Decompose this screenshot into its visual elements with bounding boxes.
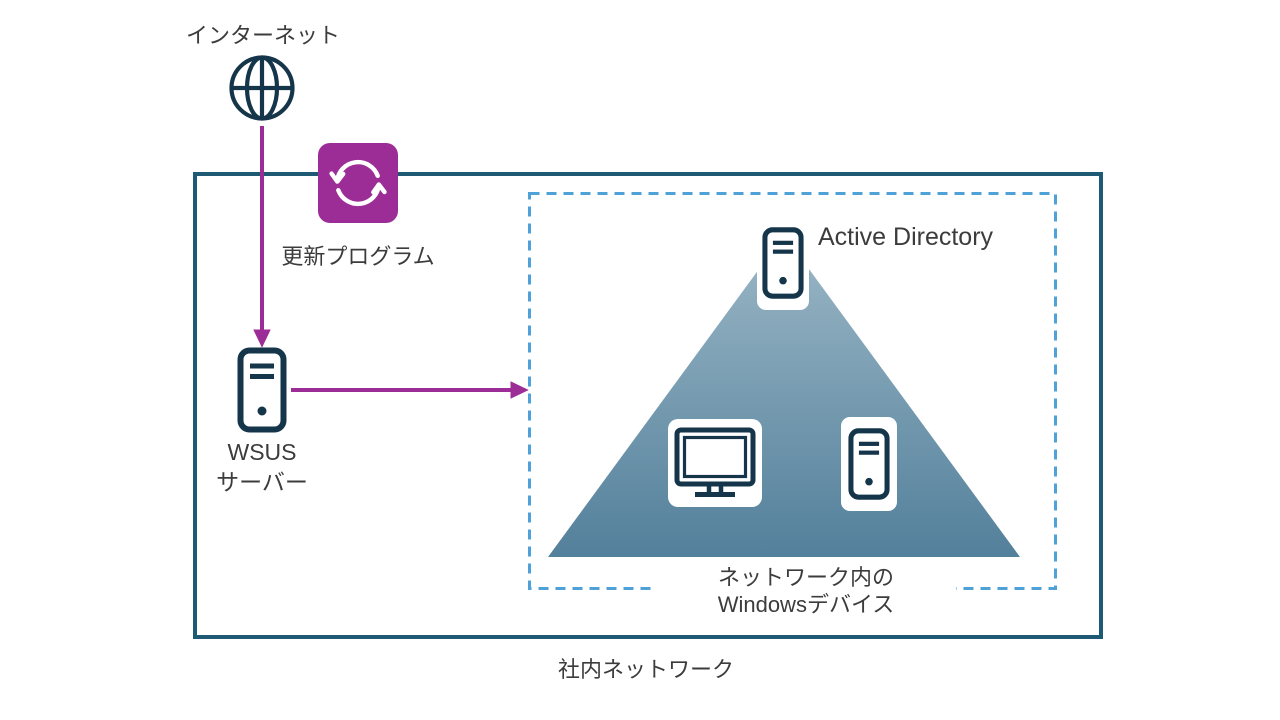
windows-devices-label: ネットワーク内の Windowsデバイス bbox=[656, 564, 956, 618]
sync-glyph bbox=[329, 159, 387, 207]
wsus-server-icon bbox=[237, 347, 287, 433]
globe-icon bbox=[229, 55, 295, 121]
wsus-label-line1: WSUS bbox=[227, 439, 297, 465]
internet-label: インターネット bbox=[185, 23, 340, 48]
internal-network-box bbox=[193, 172, 1103, 639]
devices-label-line1: ネットワーク内の bbox=[717, 565, 894, 590]
active-directory-label: Active Directory bbox=[818, 223, 994, 251]
server-glyph bbox=[762, 224, 804, 302]
internal-network-label: 社内ネットワーク bbox=[557, 657, 734, 682]
monitor-glyph bbox=[674, 427, 756, 497]
device-server-icon bbox=[841, 417, 897, 511]
sync-arrows-icon bbox=[318, 143, 398, 223]
wsus-label-line2: サーバー bbox=[216, 469, 308, 495]
devices-triangle bbox=[548, 235, 1020, 557]
server-glyph bbox=[848, 424, 890, 504]
windows-devices-box bbox=[528, 192, 1057, 590]
devices-label-line2: Windowsデバイス bbox=[717, 592, 895, 617]
update-program-label: 更新プログラム bbox=[281, 244, 435, 269]
monitor-icon bbox=[668, 419, 762, 507]
active-directory-server-icon bbox=[757, 215, 809, 310]
wsus-server-label: WSUS サーバー bbox=[142, 437, 382, 497]
